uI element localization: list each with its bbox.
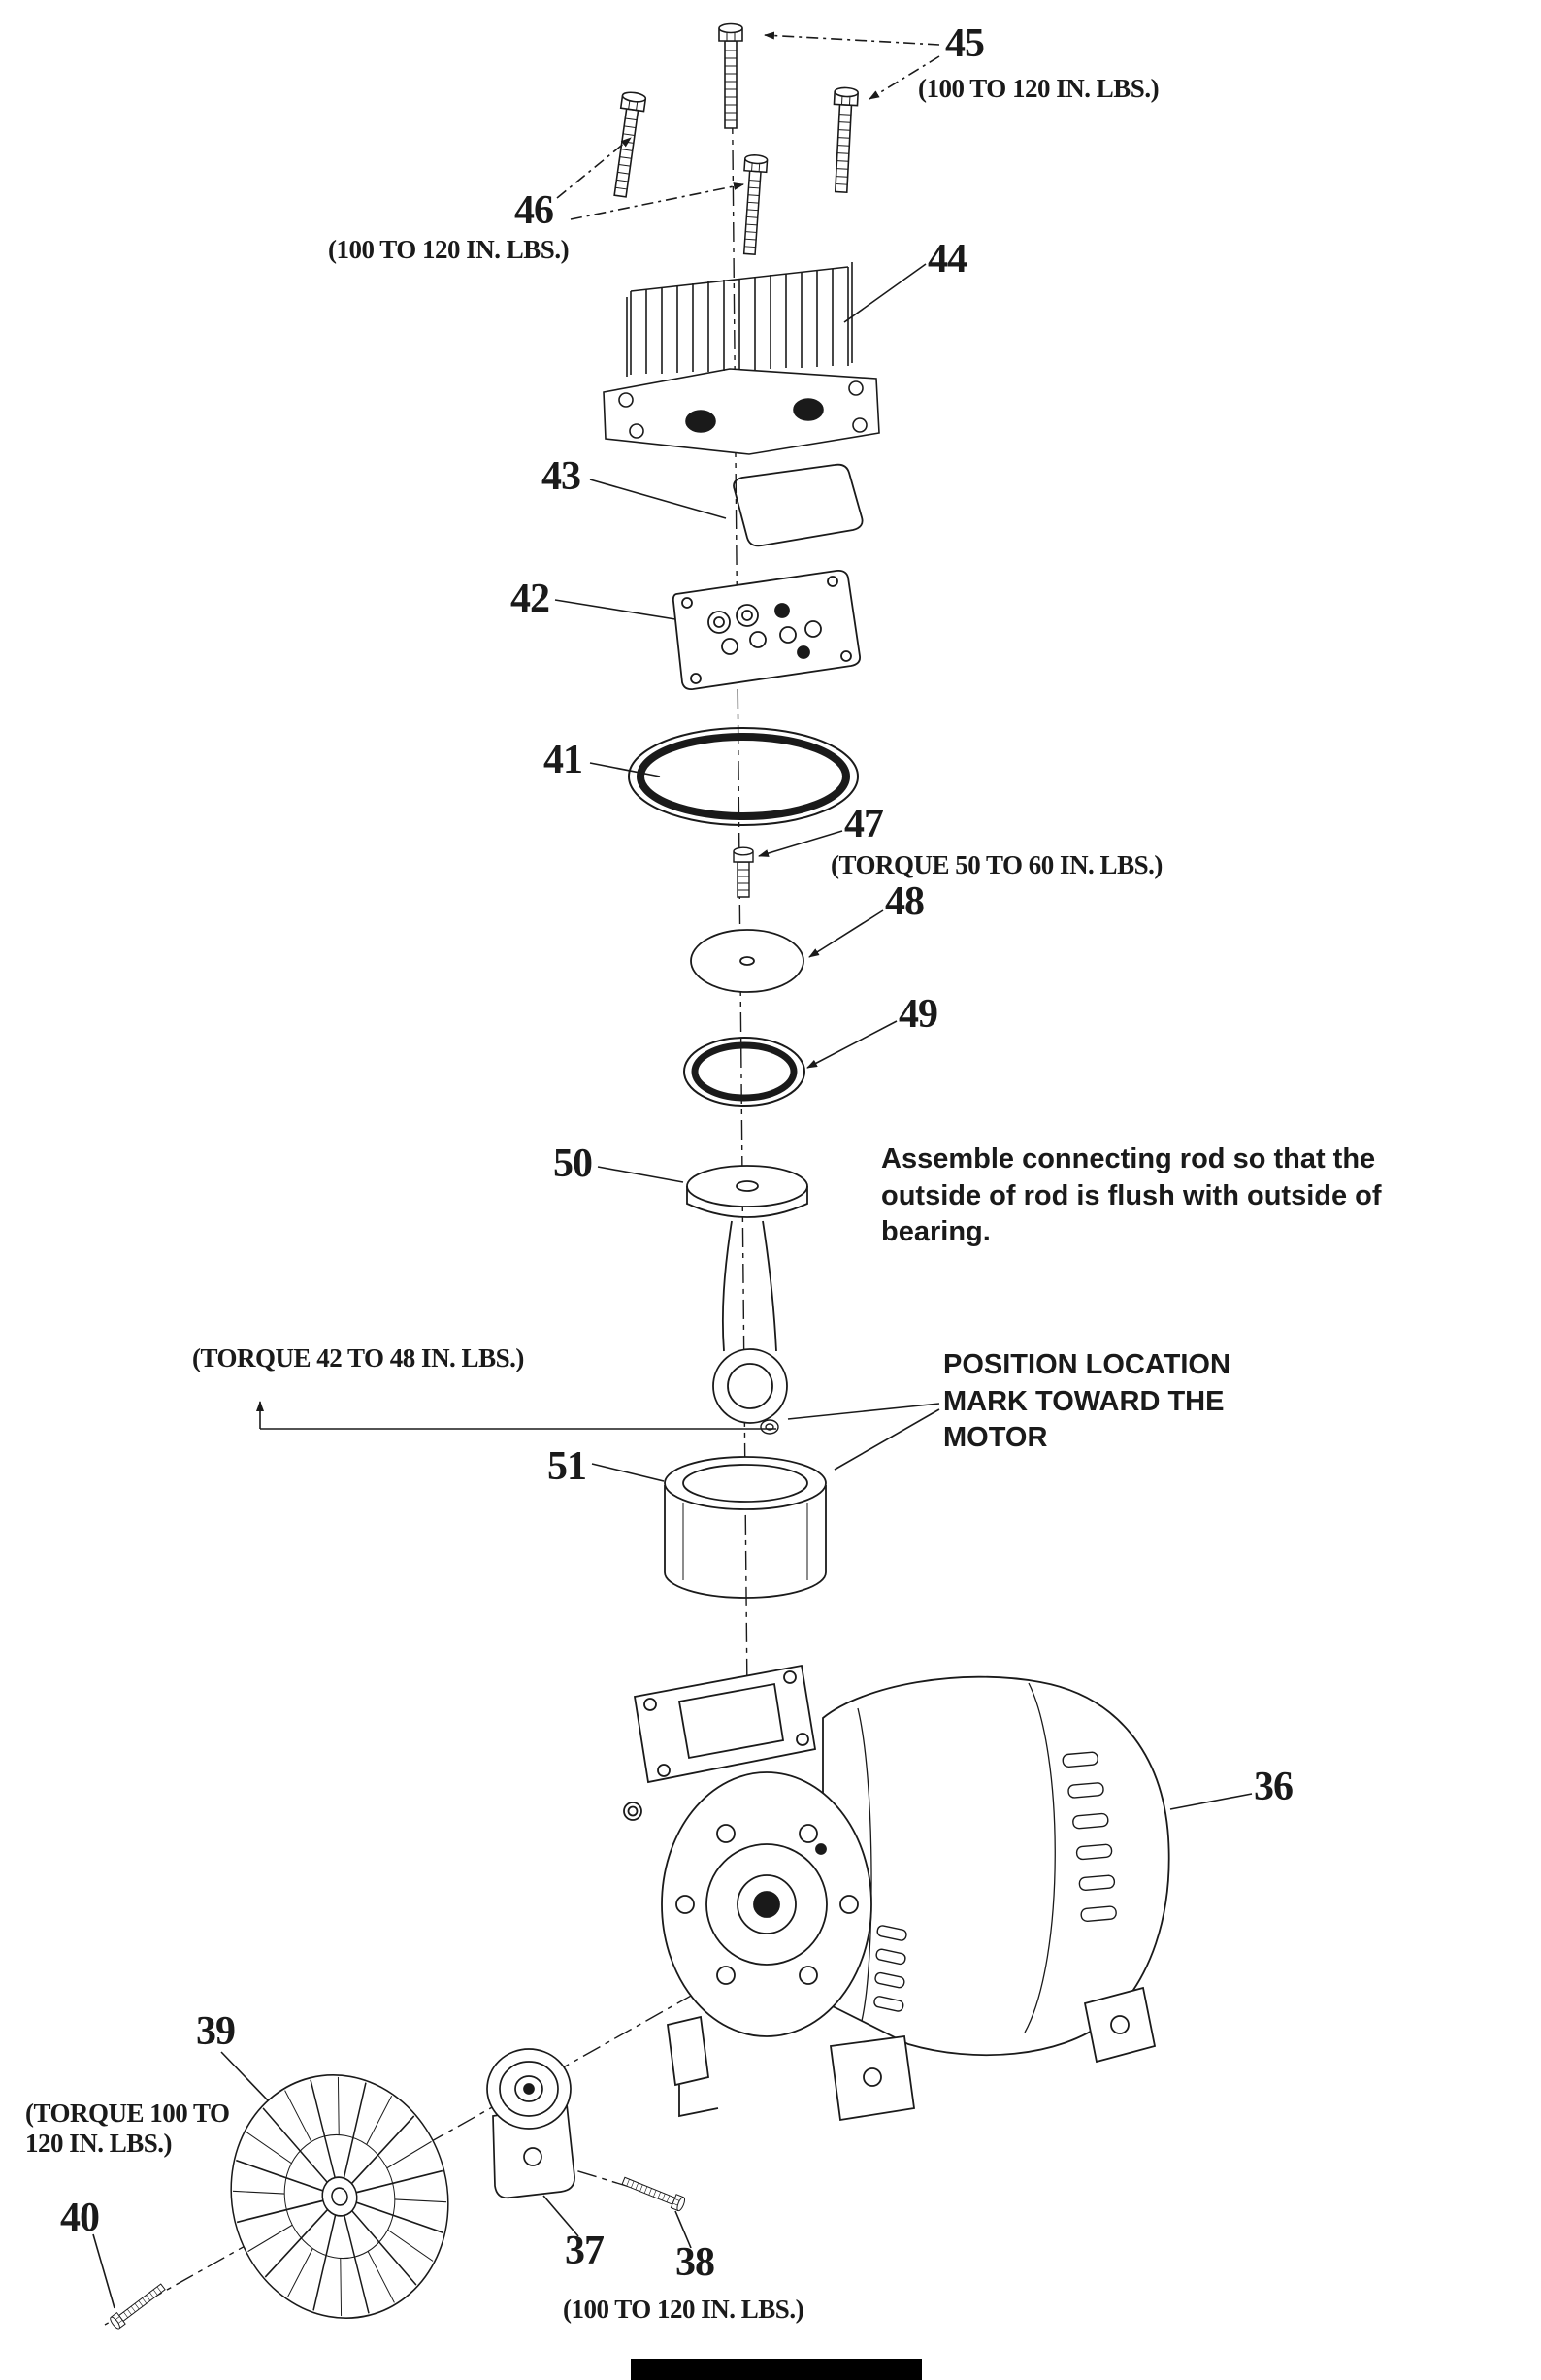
piston-cup-ring xyxy=(683,1037,805,1107)
callout-45-note: (100 TO 120 IN. LBS.) xyxy=(918,74,1160,103)
motor-assembly xyxy=(623,1664,1170,2122)
footer-bar xyxy=(631,2359,922,2380)
callout-47-note: (TORQUE 50 TO 60 IN. LBS.) xyxy=(831,850,1163,879)
piston-screw xyxy=(733,846,754,898)
callout-48-number: 48 xyxy=(885,879,925,924)
head-gasket xyxy=(733,463,864,547)
callout-46-number: 46 xyxy=(514,188,554,233)
callout-49-number: 49 xyxy=(899,992,938,1037)
callout-46-note: (100 TO 120 IN. LBS.) xyxy=(328,235,570,264)
flywheel-fan xyxy=(230,2073,449,2320)
callout-37-number: 37 xyxy=(565,2229,605,2273)
callout-40-number: 40 xyxy=(60,2196,100,2240)
note-rod-torque: (TORQUE 42 TO 48 IN. LBS.) xyxy=(192,1343,524,1372)
motor-vent-slots-right xyxy=(1062,1751,1117,1922)
callout-51-number: 51 xyxy=(547,1444,587,1489)
leader-lines xyxy=(92,31,1253,2309)
callout-41-number: 41 xyxy=(543,738,583,782)
head-bolts-45 xyxy=(718,22,860,194)
callout-38-number: 38 xyxy=(675,2240,715,2285)
counterweight-bearing xyxy=(486,2048,575,2199)
callout-42-number: 42 xyxy=(510,577,550,621)
motor-vent-slots-lower xyxy=(873,1925,907,2012)
callout-44-number: 44 xyxy=(928,237,967,281)
cylinder-sleeve xyxy=(664,1456,827,1599)
head-bolts-46 xyxy=(607,90,769,256)
callout-39-number: 39 xyxy=(196,2009,236,2054)
piston-washer xyxy=(690,929,804,993)
callout-40-note: (TORQUE 100 TO 120 IN. LBS.) xyxy=(25,2099,230,2159)
position-location-mark-dot xyxy=(815,1843,827,1855)
counterweight-bolt-38 xyxy=(620,2173,687,2213)
callout-43-number: 43 xyxy=(541,454,581,499)
piston-connecting-rod xyxy=(686,1165,808,1435)
callout-50-number: 50 xyxy=(553,1141,593,1186)
note-connecting-rod: Assemble connecting rod so that the outs… xyxy=(881,1143,1382,1248)
callout-38-note: (100 TO 120 IN. LBS.) xyxy=(563,2295,804,2324)
note-position-mark: POSITION LOCATION MARK TOWARD THE MOTOR xyxy=(943,1349,1230,1454)
valve-plate xyxy=(672,569,861,691)
callout-36-number: 36 xyxy=(1254,1765,1294,1809)
callout-47-number: 47 xyxy=(844,802,884,846)
cylinder-head xyxy=(603,262,880,455)
cylinder-o-ring xyxy=(628,727,859,826)
callout-45-number: 45 xyxy=(945,21,985,66)
fan-bolt-40 xyxy=(108,2280,168,2330)
